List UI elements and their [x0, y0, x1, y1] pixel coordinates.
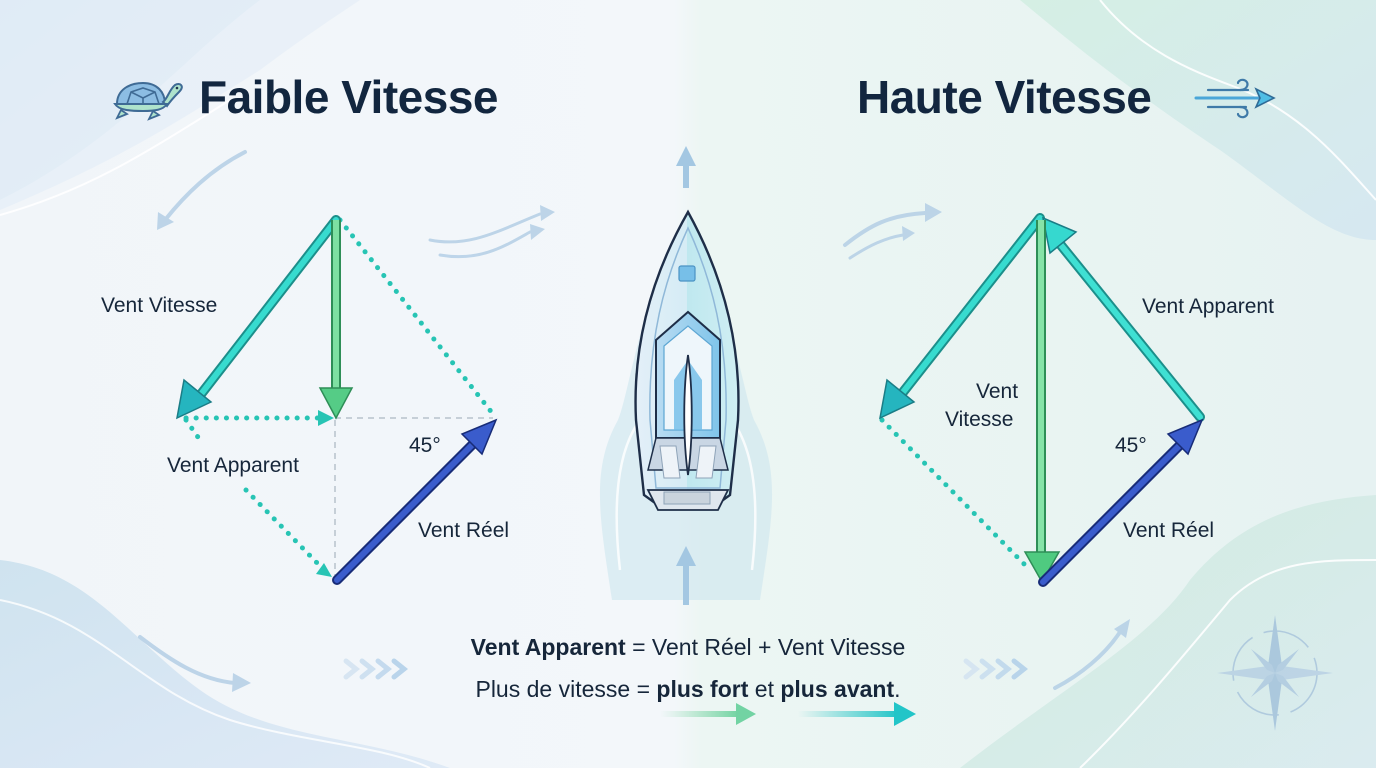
boat-speed-arrow-left [318, 220, 354, 420]
title-faible-vitesse: Faible Vitesse [199, 71, 499, 123]
formula-conclusion-bold2: plus avant [780, 676, 895, 702]
bottom-arrows [660, 702, 916, 726]
boat-speed-arrow-right [1023, 220, 1061, 584]
left-vector-diagram [175, 215, 498, 585]
formula-conclusion-bold1: plus fort [656, 676, 749, 702]
right-vector-diagram [878, 213, 1205, 587]
sailboat-icon [599, 146, 773, 605]
label-vent-vitesse-left: Vent Vitesse [101, 294, 218, 317]
label-vent-apparent-left: Vent Apparent [167, 454, 299, 477]
vent-vitesse-arrow-left [175, 215, 341, 420]
formula-conclusion-start: Plus de vitesse = [475, 676, 657, 702]
label-vent-vitesse-right-line2: Vitesse [945, 408, 1014, 431]
decorative-arrows [138, 150, 1130, 692]
label-vent-vitesse-right-line1: Vent [976, 380, 1019, 403]
vent-vitesse-arrow-right [878, 213, 1045, 420]
compass-rose-icon [1217, 615, 1333, 731]
formula-equation: = Vent Réel + Vent Vitesse [625, 634, 906, 660]
formula-conclusion-mid: et [748, 676, 781, 702]
label-angle-left: 45° [409, 434, 441, 457]
title-haute-vitesse: Haute Vitesse [857, 71, 1152, 123]
vent-apparent-arrow-right [1041, 216, 1205, 422]
vent-reel-arrow-left [332, 418, 498, 585]
label-vent-apparent-right: Vent Apparent [1142, 295, 1274, 318]
formula-line-2: Plus de vitesse = plus fort et plus avan… [0, 676, 1376, 703]
label-vent-reel-right: Vent Réel [1123, 519, 1215, 542]
turtle-icon [113, 81, 183, 121]
formula-line-1: Vent Apparent = Vent Réel + Vent Vitesse [0, 634, 1376, 661]
wind-icon [1194, 78, 1276, 119]
formula-bold-term: Vent Apparent [470, 634, 626, 660]
formula-conclusion-end: . [894, 676, 901, 702]
label-vent-reel-left: Vent Réel [418, 519, 510, 542]
label-angle-right: 45° [1115, 434, 1147, 457]
vent-reel-arrow-right [1038, 418, 1204, 587]
